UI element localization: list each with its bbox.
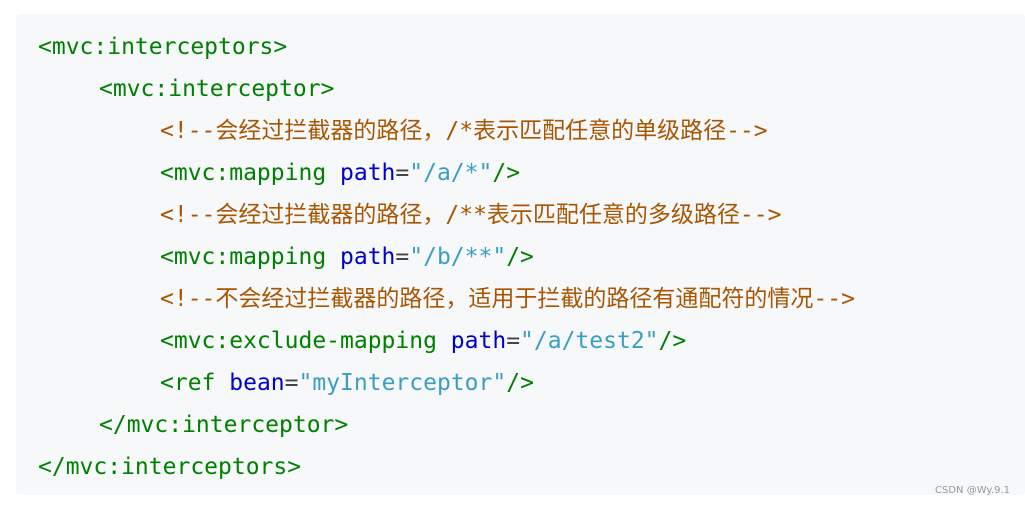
xml-equals: = (395, 160, 410, 186)
xml-tag: <mvc:interceptor> (99, 76, 335, 102)
code-line-7: <!--不会经过拦截器的路径，适用于拦截的路径有通配符的情况--> (38, 278, 1025, 320)
xml-tag-end: /> (506, 370, 534, 396)
xml-string: "myInterceptor" (298, 370, 507, 396)
code-line-10: </mvc:interceptor> (38, 404, 1025, 446)
xml-tag: <mvc:mapping (160, 160, 341, 186)
code-line-3: <!--会经过拦截器的路径，/*表示匹配任意的单级路径--> (38, 110, 1025, 152)
code-line-4: <mvc:mapping path="/a/*"/> (38, 152, 1025, 194)
xml-equals: = (284, 370, 299, 396)
xml-tag: <mvc:mapping (160, 244, 341, 270)
code-line-6: <mvc:mapping path="/b/**"/> (38, 236, 1025, 278)
xml-tag: <mvc:exclude-mapping (160, 328, 451, 354)
xml-equals: = (395, 244, 410, 270)
code-line-11: </mvc:interceptors> (38, 446, 1025, 488)
code-line-9: <ref bean="myInterceptor"/> (38, 362, 1025, 404)
xml-attribute: path (340, 160, 396, 186)
xml-tag-end: /> (506, 244, 534, 270)
xml-comment: <!--会经过拦截器的路径，/*表示匹配任意的单级路径--> (160, 118, 768, 144)
xml-tag: </mvc:interceptor> (99, 412, 349, 438)
csdn-watermark: CSDN @Wy.9.1 (935, 485, 1010, 496)
xml-tag: <ref (160, 370, 230, 396)
xml-attribute: path (450, 328, 507, 354)
xml-comment: <!--会经过拦截器的路径，/**表示匹配任意的多级路径--> (160, 202, 782, 228)
xml-string: "/a/test2" (520, 328, 659, 354)
xml-tag: </mvc:interceptors> (38, 454, 302, 480)
xml-string: "/a/*" (409, 160, 493, 186)
xml-tag: <mvc:interceptors> (38, 34, 288, 60)
xml-string: "/b/**" (409, 244, 507, 270)
code-line-5: <!--会经过拦截器的路径，/**表示匹配任意的多级路径--> (38, 194, 1025, 236)
xml-comment: <!--不会经过拦截器的路径，适用于拦截的路径有通配符的情况--> (160, 286, 855, 312)
xml-tag-end: /> (658, 328, 687, 354)
code-block: <mvc:interceptors> <mvc:interceptor> <!-… (16, 14, 1025, 495)
code-line-2: <mvc:interceptor> (38, 68, 1025, 110)
xml-attribute: path (340, 244, 396, 270)
code-line-1: <mvc:interceptors> (38, 26, 1025, 68)
xml-tag-end: /> (492, 160, 521, 186)
xml-equals: = (506, 328, 521, 354)
xml-attribute: bean (229, 370, 285, 396)
code-line-8: <mvc:exclude-mapping path="/a/test2"/> (38, 320, 1025, 362)
